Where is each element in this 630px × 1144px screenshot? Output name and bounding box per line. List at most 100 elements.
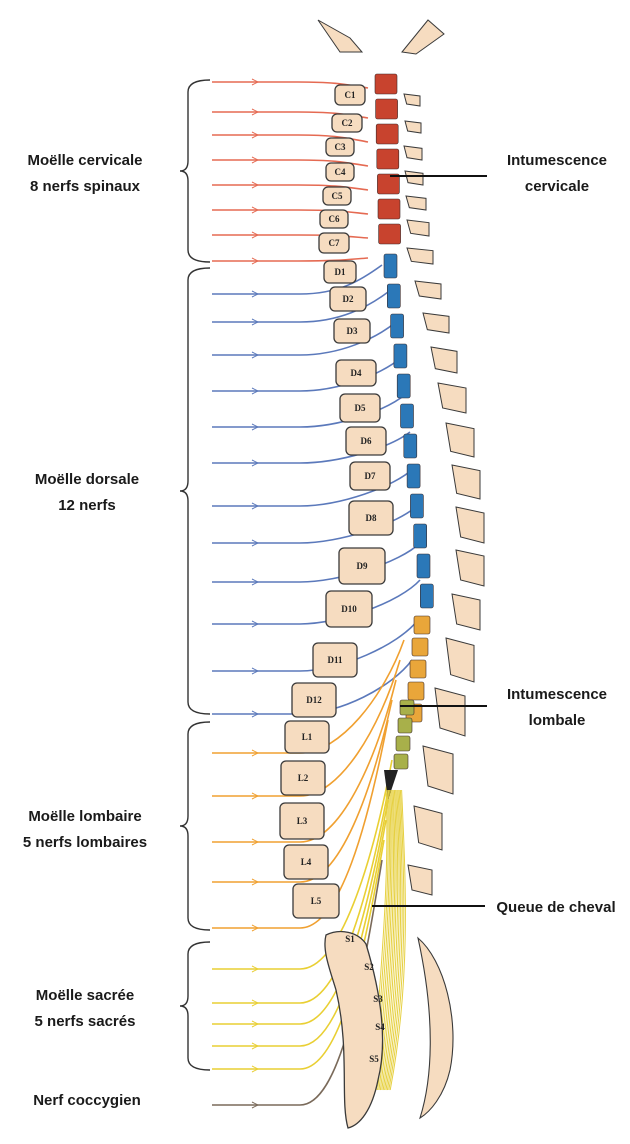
cord-segment	[377, 173, 400, 195]
spinal-nerve	[212, 257, 369, 262]
occipital-fragment-left	[317, 19, 364, 53]
spinous-process	[403, 93, 421, 107]
cauda-equina-strand	[386, 789, 403, 1091]
cord-segment	[411, 637, 429, 657]
nerve-ganglion-mark	[251, 838, 260, 846]
sacrum-bone	[324, 930, 384, 1129]
vertebra-c3: C3	[325, 137, 355, 157]
group-label-sacral-line1: Moëlle sacrée	[36, 987, 134, 1004]
vertebra-label: D6	[361, 436, 372, 446]
annotation-cervical-line2: cervicale	[525, 178, 589, 195]
vertebra-label: L5	[311, 896, 322, 906]
brace-sacral	[179, 941, 211, 1071]
vertebra-c4: C4	[325, 162, 355, 182]
vertebra-d5: D5	[339, 393, 381, 423]
vertebra-label: L1	[302, 732, 313, 742]
vertebra-label: C5	[332, 191, 343, 201]
spinous-process	[451, 593, 481, 631]
nerve-ganglion-mark	[251, 351, 260, 359]
vertebra-body	[339, 393, 381, 423]
cauda-equina-strand	[378, 789, 394, 1091]
group-label-lumbar-line1: Moëlle lombaire	[28, 808, 141, 825]
nerve-ganglion-mark	[251, 459, 260, 467]
group-label-cervical: Moëlle cervicale 8 nerfs spinaux	[27, 152, 142, 195]
vertebra-body	[291, 682, 337, 718]
group-label-dorsal: Moëlle dorsale 12 nerfs	[35, 471, 139, 514]
annotation-cauda-equina: Queue de cheval	[372, 899, 616, 916]
vertebra-label: D8	[366, 513, 377, 523]
spinal-nerve	[212, 184, 369, 191]
vertebra-body	[349, 461, 391, 491]
cord-segment	[419, 583, 434, 609]
cord-segment	[395, 735, 411, 752]
cord-segment	[390, 313, 404, 339]
vertebra-body	[333, 318, 371, 344]
nerve-ganglion-mark	[251, 1042, 260, 1050]
vertebral-bodies: C1C2C3C4C5C6C7D1D2D3D4D5D6D7D8D9D10D11D1…	[279, 84, 394, 919]
group-label-sacral: Moëlle sacrée 5 nerfs sacrés	[35, 987, 136, 1030]
vertebra-body	[319, 209, 349, 229]
vertebra-d12: D12	[291, 682, 337, 718]
cord-segment	[413, 615, 431, 635]
vertebra-body	[283, 844, 329, 880]
cord-segment	[375, 123, 399, 145]
cord-segment	[396, 373, 411, 399]
vertebra-d2: D2	[329, 286, 367, 312]
spinal-nerve	[212, 619, 419, 672]
cord-segment	[397, 717, 413, 734]
vertebra-body	[331, 113, 363, 133]
nerve-ganglion-mark	[251, 318, 260, 326]
vertebra-c2: C2	[331, 113, 363, 133]
spinous-process	[437, 382, 467, 414]
vertebra-label: L4	[301, 857, 312, 867]
vertebra-l3: L3	[279, 802, 325, 840]
occipital-fragment-right	[401, 19, 445, 55]
vertebra-label: D3	[347, 326, 358, 336]
spinal-nerve	[212, 679, 397, 843]
cord-segment	[376, 148, 400, 170]
vertebra-label: C4	[335, 167, 346, 177]
nerve-ganglion-mark	[251, 539, 260, 547]
sacral-crest	[417, 936, 454, 1120]
vertebra-label: C3	[335, 142, 346, 152]
sacral-label-s1: S1	[345, 934, 355, 944]
sacral-label-s2: S2	[364, 962, 374, 972]
cord-segment	[406, 463, 421, 489]
cord-segment	[393, 343, 408, 369]
cauda-equina-strand	[389, 789, 406, 1091]
nerve-ganglion-mark	[251, 965, 260, 973]
vertebra-l4: L4	[283, 844, 329, 880]
vertebra-body	[279, 802, 325, 840]
spinal-nerve	[212, 134, 369, 143]
cord-segment	[375, 98, 398, 120]
vertebra-l2: L2	[280, 760, 326, 796]
vertebra-body	[325, 162, 355, 182]
vertebra-body	[280, 760, 326, 796]
spinal-nerve	[212, 579, 421, 625]
vertebra-d6: D6	[345, 426, 387, 456]
nerve-ganglion-mark	[251, 387, 260, 395]
vertebra-label: L2	[298, 773, 309, 783]
annotation-cervical-enlargement: Intumescence cervicale	[390, 152, 607, 195]
nerve-ganglion-mark	[251, 257, 260, 265]
vertebra-d10: D10	[325, 590, 373, 628]
nerve-ganglion-mark	[251, 749, 260, 757]
vertebra-body	[325, 590, 373, 628]
nerve-ganglion-mark	[251, 290, 260, 298]
annotation-lumbar-line2: lombale	[529, 712, 586, 729]
vertebra-body	[334, 84, 366, 106]
cord-segment	[399, 699, 415, 716]
cord-segment	[374, 73, 398, 95]
vertebra-label: D11	[327, 655, 343, 665]
spinous-process	[405, 195, 427, 211]
vertebra-d3: D3	[333, 318, 371, 344]
cauda-equina-strand	[381, 789, 397, 1091]
vertebra-label: D12	[306, 695, 322, 705]
nerve-ganglion-mark	[251, 231, 260, 239]
spinous-process	[445, 637, 475, 683]
nerve-ganglion-mark	[251, 620, 260, 628]
vertebra-body	[325, 137, 355, 157]
vertebra-d4: D4	[335, 359, 377, 387]
